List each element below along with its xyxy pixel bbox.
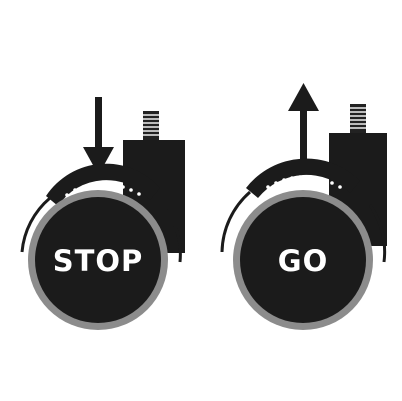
stop-threaded-stem bbox=[143, 111, 159, 141]
stop-brake-pad bbox=[46, 163, 160, 206]
stop-wheel bbox=[35, 197, 161, 323]
go-caster: GO bbox=[220, 83, 387, 330]
go-label: GO bbox=[278, 244, 328, 278]
go-threaded-stem bbox=[350, 104, 366, 134]
go-brake-teeth bbox=[266, 175, 342, 189]
stop-label: STOP bbox=[53, 244, 144, 278]
go-brake-pad bbox=[246, 158, 360, 198]
go-guard-arc bbox=[220, 190, 251, 253]
stop-guard-arc bbox=[20, 196, 51, 253]
stop-caster: STOP bbox=[20, 97, 185, 330]
arrow-down-icon bbox=[83, 97, 114, 175]
go-wheel bbox=[240, 197, 366, 323]
stop-brake-teeth bbox=[65, 182, 141, 197]
arrow-up-icon bbox=[288, 83, 319, 165]
